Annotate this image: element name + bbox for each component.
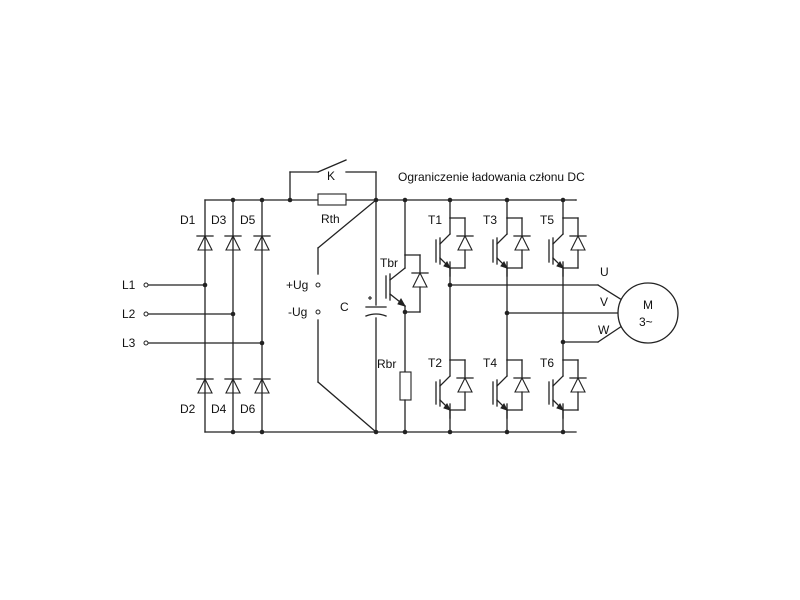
input-label-l2: L2 xyxy=(122,307,136,321)
diode-d2 xyxy=(196,377,214,394)
phase-label-u: U xyxy=(600,265,609,279)
label-t6: T6 xyxy=(540,356,554,370)
brake-transistor-label: Tbr xyxy=(380,256,398,270)
label-t4: T4 xyxy=(483,356,497,370)
igbt-t5 xyxy=(548,217,587,277)
label-d5: D5 xyxy=(240,213,256,227)
precharge-circuit xyxy=(287,159,377,433)
terminal-minus-ug: -Ug xyxy=(288,305,307,319)
motor-name: M xyxy=(643,298,653,312)
diode-d4 xyxy=(224,377,242,394)
rectifier-bridge xyxy=(143,197,377,435)
inverter-bridge xyxy=(447,197,579,435)
terminal-plus-ug: +Ug xyxy=(286,278,308,292)
switch-label-k: K xyxy=(327,169,335,183)
capacitor-label: C xyxy=(340,300,349,314)
igbt-t2 xyxy=(435,359,474,419)
caption: Ograniczenie ładowania członu DC xyxy=(398,170,585,184)
igbt-t6 xyxy=(548,359,587,419)
label-d3: D3 xyxy=(211,213,227,227)
diode-d1 xyxy=(196,234,214,251)
brake-resistor-label: Rbr xyxy=(377,357,396,371)
brake-chopper xyxy=(385,197,429,435)
dc-link xyxy=(365,197,577,435)
motor xyxy=(617,282,679,344)
label-d4: D4 xyxy=(211,402,227,416)
label-d2: D2 xyxy=(180,402,196,416)
label-d1: D1 xyxy=(180,213,196,227)
label-d6: D6 xyxy=(240,402,256,416)
input-label-l3: L3 xyxy=(122,336,136,350)
label-t5: T5 xyxy=(540,213,554,227)
igbt-t3 xyxy=(492,217,531,277)
output-phases xyxy=(449,284,623,343)
label-t3: T3 xyxy=(483,213,497,227)
resistor-label-rth: Rth xyxy=(321,212,340,226)
igbt-t4 xyxy=(492,359,531,419)
diode-d3 xyxy=(224,234,242,251)
input-label-l1: L1 xyxy=(122,278,136,292)
label-t1: T1 xyxy=(428,213,442,227)
diode-d6 xyxy=(253,377,271,394)
label-t2: T2 xyxy=(428,356,442,370)
igbt-t1 xyxy=(435,217,474,277)
motor-type: 3~ xyxy=(639,315,653,329)
phase-label-w: W xyxy=(598,323,610,337)
phase-label-v: V xyxy=(600,295,608,309)
diode-d5 xyxy=(253,234,271,251)
